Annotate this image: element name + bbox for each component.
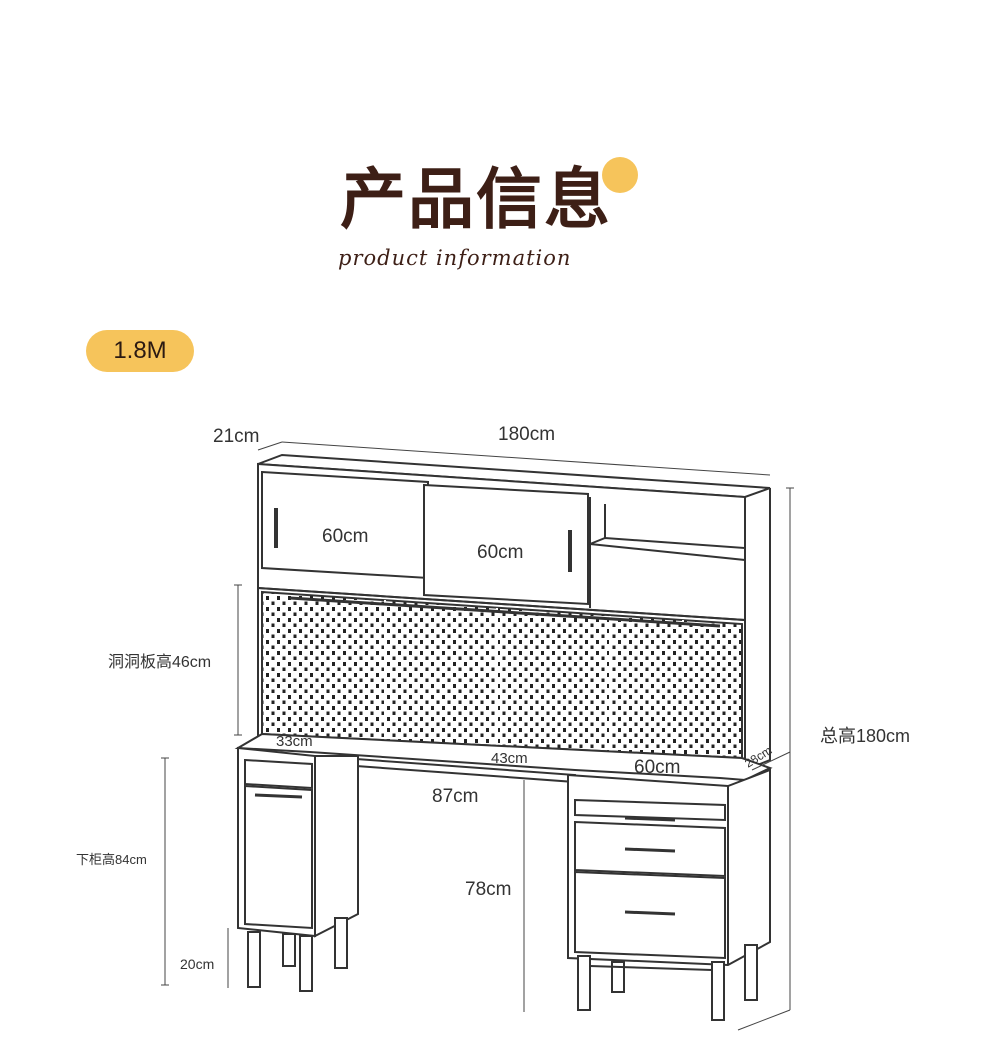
label-door-left: 60cm bbox=[322, 526, 368, 547]
dimension-lines bbox=[161, 441, 794, 1031]
sliding-door-right bbox=[423, 483, 589, 606]
label-left-cabinet-width: 33cm bbox=[276, 733, 313, 750]
dimension-labels: 21cm 180cm 60cm 60cm 洞洞板高46cm 总高180cm 33… bbox=[76, 424, 910, 972]
title-accent-dot bbox=[602, 157, 638, 193]
label-desk-height: 78cm bbox=[465, 879, 511, 900]
pegboard bbox=[261, 590, 743, 760]
sliding-door-left bbox=[261, 470, 429, 580]
drawer-3 bbox=[574, 870, 726, 960]
page-subtitle: product information bbox=[338, 246, 572, 270]
drawer-1 bbox=[574, 798, 726, 822]
left-cabinet bbox=[237, 746, 359, 992]
label-desk-depth: 43cm bbox=[491, 750, 528, 767]
label-desk-gap: 87cm bbox=[432, 786, 478, 807]
label-total-height: 总高180cm bbox=[820, 726, 910, 746]
label-lower-cabinet-height: 下柜高84cm bbox=[76, 852, 147, 867]
label-depth-top: 21cm bbox=[213, 426, 259, 447]
label-total-width: 180cm bbox=[498, 424, 555, 445]
open-shelf bbox=[589, 536, 746, 562]
right-cabinet bbox=[567, 768, 771, 1021]
label-right-cabinet-width: 60cm bbox=[634, 757, 680, 778]
hutch-cabinet bbox=[257, 453, 771, 771]
label-door-right: 60cm bbox=[477, 542, 523, 563]
page-title: 产品信息 bbox=[340, 161, 612, 238]
label-pegboard-height: 洞洞板高46cm bbox=[108, 653, 211, 671]
size-badge: 1.8M bbox=[86, 330, 194, 372]
label-leg-height: 20cm bbox=[180, 956, 214, 972]
